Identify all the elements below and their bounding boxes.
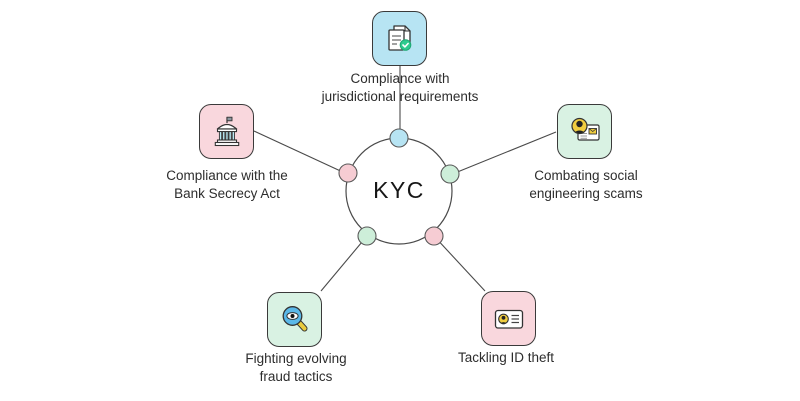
connector-right: [449, 131, 557, 176]
document-check-icon: [387, 24, 411, 51]
node-label-social-engineering-scams: Combating social engineering scams: [529, 168, 643, 201]
junction-dot-left: [338, 163, 358, 183]
connector-left: [253, 130, 348, 175]
node-social-engineering-scams: [557, 104, 612, 159]
node-label-id-theft: Tackling ID theft: [457, 350, 555, 365]
junction-dot-right: [440, 164, 460, 184]
node-label-evolving-fraud-tactics: Fighting evolving fraud tactics: [245, 351, 347, 384]
magnifier-eye-icon: [282, 305, 307, 331]
bank-icon: [214, 116, 239, 146]
connector-bottom-right: [433, 235, 486, 292]
node-label-jurisdictional-compliance: Compliance with jurisdictional requireme…: [321, 71, 479, 104]
junction-dot-bottom-left: [357, 226, 377, 246]
node-jurisdictional-compliance: [372, 11, 427, 66]
node-evolving-fraud-tactics: [267, 292, 322, 347]
contact-card-icon: [570, 117, 600, 141]
node-bank-secrecy-act: [199, 104, 254, 159]
junction-dot-top: [389, 128, 409, 148]
junction-dot-bottom-right: [424, 226, 444, 246]
connector-bottom-left: [320, 235, 368, 292]
hub-label: KYC: [373, 177, 425, 203]
id-card-icon: [494, 309, 523, 329]
node-label-bank-secrecy-act: Compliance with the Bank Secrecy Act: [166, 168, 288, 201]
node-id-theft: [481, 291, 536, 346]
